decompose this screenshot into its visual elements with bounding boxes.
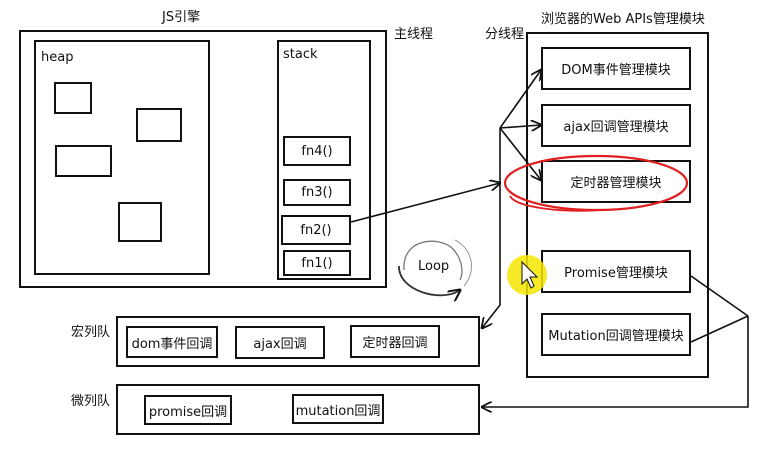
macro-queue-box bbox=[116, 316, 480, 367]
module-ajax: ajax回调管理模块 bbox=[541, 104, 691, 147]
js-engine-title: JS引擎 bbox=[162, 10, 201, 25]
heap-box bbox=[34, 40, 210, 275]
module-dom-event: DOM事件管理模块 bbox=[541, 47, 691, 90]
module-timer: 定时器管理模块 bbox=[541, 160, 691, 203]
stack-frame-fn3: fn3() bbox=[283, 179, 351, 206]
side-thread-label: 分线程 bbox=[485, 27, 525, 42]
module-promise: Promise管理模块 bbox=[541, 250, 691, 293]
web-apis-title: 浏览器的Web APIs管理模块 bbox=[541, 12, 705, 27]
macro-item-ajax: ajax回调 bbox=[235, 326, 325, 359]
macro-item-timer: 定时器回调 bbox=[350, 325, 440, 358]
stack-frame-fn2: fn2() bbox=[281, 215, 351, 245]
arrow-to-macro-queue bbox=[482, 128, 501, 328]
js-engine-box bbox=[19, 30, 387, 288]
heap-label: heap bbox=[41, 50, 74, 65]
stack-frame-fn4: fn4() bbox=[283, 136, 351, 166]
micro-queue-label: 微列队 bbox=[71, 394, 111, 409]
stack-box bbox=[277, 40, 371, 280]
heap-object bbox=[136, 108, 182, 142]
micro-item-mutation: mutation回调 bbox=[292, 394, 384, 424]
micro-queue-box bbox=[116, 384, 480, 435]
heap-object bbox=[118, 202, 162, 242]
macro-queue-label: 宏列队 bbox=[71, 325, 111, 340]
stack-label: stack bbox=[283, 47, 318, 62]
micro-item-promise: promise回调 bbox=[144, 395, 232, 425]
main-thread-label: 主线程 bbox=[394, 27, 434, 42]
loop-swirl bbox=[454, 239, 472, 287]
macro-item-dom: dom事件回调 bbox=[126, 326, 218, 358]
loop-label: Loop bbox=[418, 259, 450, 274]
heap-object bbox=[54, 82, 92, 114]
stack-frame-fn1: fn1() bbox=[283, 250, 351, 276]
heap-object bbox=[55, 145, 112, 177]
module-mutation: Mutation回调管理模块 bbox=[541, 313, 691, 356]
